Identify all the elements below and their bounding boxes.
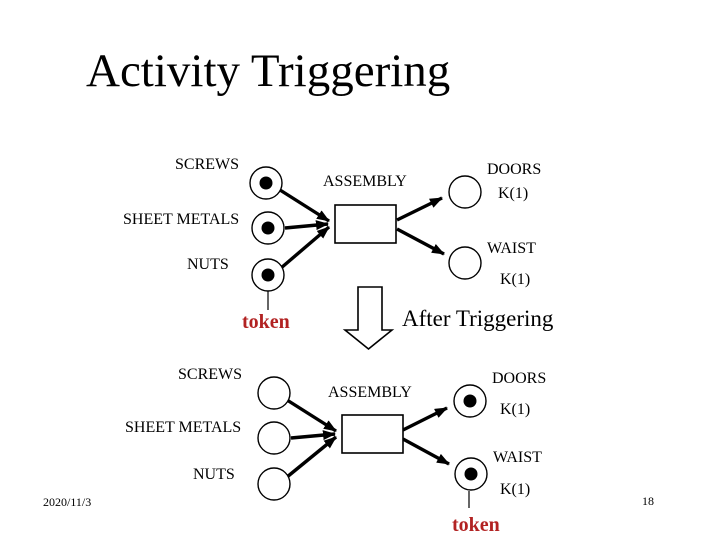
label-sheetmetals-after: SHEET METALS <box>125 419 242 436</box>
token-dot-sheetmetals <box>261 221 275 235</box>
place-sheetmetals-after <box>257 421 291 455</box>
label-waist-after: WAIST <box>493 449 542 466</box>
arc-assembly-to-waist <box>396 227 445 256</box>
arc-assembly-to-doors-after <box>402 406 448 432</box>
place-doors-before <box>448 175 482 209</box>
token-dot-screws <box>259 176 273 190</box>
label-nuts-before: NUTS <box>187 256 229 273</box>
place-waist-before <box>448 246 482 280</box>
arc-sheetmetals-to-assembly-after <box>290 430 336 441</box>
page-number: 18 <box>642 494 654 508</box>
label-screws-before: SCREWS <box>175 156 240 173</box>
arc-nuts-to-assembly <box>279 225 331 270</box>
label-waist-before: WAIST <box>487 240 536 257</box>
transition-assembly-before <box>334 204 397 244</box>
arc-assembly-to-doors <box>396 196 443 222</box>
token-dot-waist <box>464 467 478 481</box>
label-waist-capacity-before: K(1) <box>500 271 531 288</box>
arc-nuts-to-assembly-after <box>285 435 338 479</box>
label-doors-after: DOORS <box>492 370 547 387</box>
label-doors-before: DOORS <box>487 161 542 178</box>
token-label-after: token <box>452 514 500 536</box>
transition-assembly-after <box>341 414 404 454</box>
big-down-arrow <box>342 286 395 351</box>
place-screws-after <box>257 376 291 410</box>
label-assembly-after: ASSEMBLY <box>328 384 412 401</box>
token-label-before: token <box>242 311 290 333</box>
arc-assembly-to-waist-after <box>402 437 450 466</box>
token-dot-doors <box>463 394 477 408</box>
slide-title: Activity Triggering <box>86 45 451 97</box>
label-nuts-after: NUTS <box>193 466 235 483</box>
arc-screws-to-assembly-after <box>286 398 337 433</box>
petri-net-before <box>249 166 482 310</box>
petri-net-after <box>257 376 488 508</box>
arc-screws-to-assembly <box>279 188 330 223</box>
label-doors-capacity-before: K(1) <box>498 185 529 202</box>
arc-sheetmetals-to-assembly <box>284 220 329 231</box>
token-dot-nuts <box>261 268 275 282</box>
label-screws-after: SCREWS <box>178 366 243 383</box>
label-assembly-before: ASSEMBLY <box>323 173 407 190</box>
label-sheetmetals-before: SHEET METALS <box>123 211 240 228</box>
label-doors-capacity-after: K(1) <box>500 401 531 418</box>
label-waist-capacity-after: K(1) <box>500 481 531 498</box>
after-triggering-label: After Triggering <box>402 306 554 331</box>
date-label: 2020/11/3 <box>43 495 92 509</box>
place-nuts-after <box>257 467 291 501</box>
